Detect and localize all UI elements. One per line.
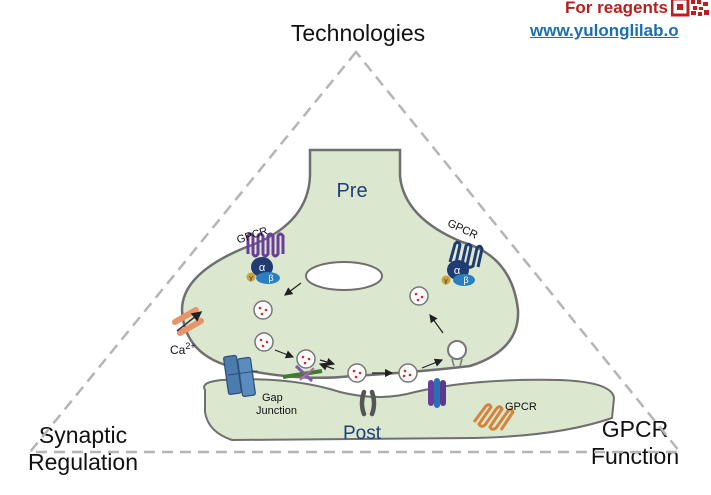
reagent-text[interactable]: For reagents xyxy=(565,0,668,17)
calcium-label: Ca2+ xyxy=(170,341,196,357)
alpha-right-label: α xyxy=(454,265,461,277)
corner-left-line1: Synaptic xyxy=(38,422,128,448)
arrow xyxy=(429,314,444,334)
synaptic-vesicle xyxy=(409,286,429,306)
recycling-vesicle xyxy=(447,340,467,367)
gap-label-line1: Gap xyxy=(262,392,283,404)
website-link[interactable]: www.yulonglilab.o xyxy=(530,21,679,40)
arrow xyxy=(318,362,335,371)
gpcr-post-receptor xyxy=(472,403,515,431)
snare-complex xyxy=(282,364,323,383)
gap-junction xyxy=(223,354,259,397)
synaptic-vesicle xyxy=(253,300,273,320)
arrow xyxy=(421,358,444,369)
alpha-left-label: α xyxy=(259,262,266,274)
corner-left-line2: Regulation xyxy=(28,449,138,475)
gap-label-line2: Junction xyxy=(256,405,297,417)
g-protein-right xyxy=(441,260,475,286)
qr-code-icon[interactable] xyxy=(671,0,711,18)
post-label: Post xyxy=(343,423,382,444)
gpcr-right-receptor xyxy=(448,240,484,269)
synaptic-vesicle xyxy=(347,363,367,383)
synaptic-vesicle xyxy=(254,332,274,352)
corner-right-line1: GPCR xyxy=(601,416,669,442)
postsynaptic-receptor-ionotropic xyxy=(428,378,446,408)
pre-label: Pre xyxy=(336,180,367,202)
dashed-triangle xyxy=(27,50,683,454)
beta-right-label: β xyxy=(463,275,468,285)
arrow xyxy=(319,357,336,367)
calcium-text: Ca xyxy=(170,343,186,357)
gpcr-left-receptor xyxy=(246,232,285,258)
synaptic-vesicle xyxy=(296,349,316,369)
gamma-right-label: γ xyxy=(444,278,448,285)
synaptic-vesicle xyxy=(398,363,418,383)
corner-label-technologies: Technologies xyxy=(290,20,426,46)
postsynaptic-receptor-gray xyxy=(359,389,377,417)
g-protein-left xyxy=(246,257,280,284)
arrow xyxy=(274,349,295,359)
corner-label-synaptic-regulation: Synaptic Regulation xyxy=(8,422,158,476)
gamma-left-label: γ xyxy=(249,275,253,282)
beta-left-label: β xyxy=(268,273,273,283)
gpcr-post-label: GPCR xyxy=(505,401,537,413)
calcium-channel xyxy=(172,307,204,336)
reagent-banner[interactable]: For reagents www.yulonglilab.o xyxy=(530,0,711,41)
calcium-superscript: 2+ xyxy=(185,341,195,351)
arrow xyxy=(284,282,302,296)
corner-right-line2: Function xyxy=(590,443,680,469)
mitochondrion xyxy=(305,261,383,291)
corner-label-gpcr-function: GPCR Function xyxy=(580,416,690,470)
postsynaptic-terminal xyxy=(203,378,616,442)
